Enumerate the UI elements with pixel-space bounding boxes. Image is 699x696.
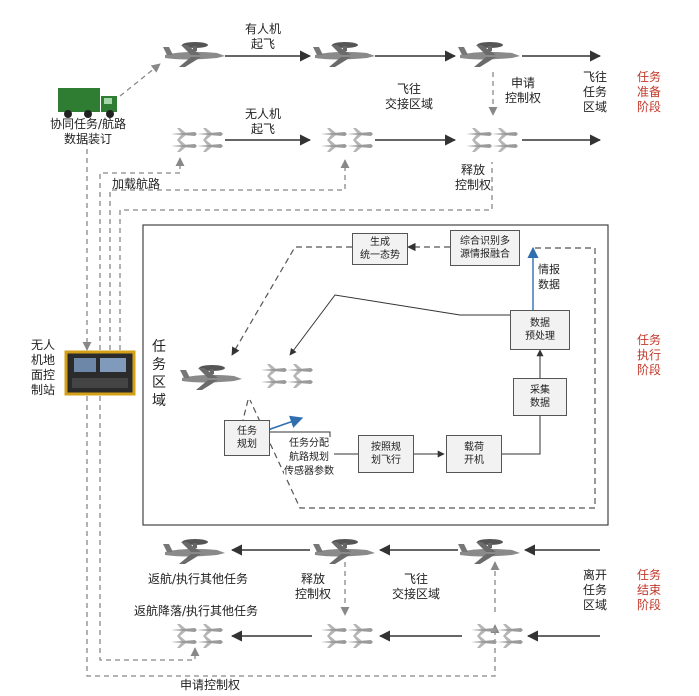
manned-row-top <box>163 42 602 67</box>
rtb-uav-label: 返航降落/执行其他任务 <box>134 604 259 618</box>
mission-area-label: 任务区域 <box>152 339 166 409</box>
to-handover-label-top: 飞往交接区域 <box>385 82 434 111</box>
to-handover-label-bottom: 飞往交接区域 <box>392 572 441 601</box>
ground-station-icon <box>64 350 136 396</box>
box-collect: 采集数据 <box>513 378 567 416</box>
intel-data-label: 情报数据 <box>538 263 560 291</box>
manned-takeoff-label: 有人机起飞 <box>245 22 282 51</box>
box-payload: 载荷开机 <box>446 435 502 473</box>
rtb-manned-label: 返航/执行其他任务 <box>148 572 249 586</box>
to-mission-area-label: 飞往任务区域 <box>583 70 608 114</box>
truck-icon <box>58 88 117 118</box>
box-preprocess: 数据预处理 <box>510 310 570 350</box>
plan-params-label: 任务分配航路规划传感器参数 <box>284 437 334 479</box>
ground-station-label: 无人 机地 面控 制站 <box>30 338 55 397</box>
phase-preparation: 任务准备阶段 <box>636 70 661 114</box>
mission-aircraft <box>180 364 313 390</box>
manned-row-bottom <box>163 539 600 564</box>
box-follow-plan: 按照规划飞行 <box>358 435 414 473</box>
box-fusion: 综合识别多源情报融合 <box>450 230 520 266</box>
leave-area-label: 离开任务区域 <box>583 568 608 612</box>
apply-control-label-bottom: 申请控制权 <box>180 678 241 692</box>
dashed-connectors <box>82 63 500 677</box>
load-route-label: 加载航路 <box>112 177 161 191</box>
box-situation: 生成统一态势 <box>352 233 408 265</box>
phase-end: 任务结束阶段 <box>636 568 661 612</box>
box-planning: 任务规划 <box>224 420 270 456</box>
uav-row-bottom <box>171 624 600 648</box>
mission-connectors <box>270 294 544 458</box>
mission-area-frame <box>142 224 609 526</box>
truck-label: 协同任务/航路 数据装订 <box>49 117 127 146</box>
uav-row-top <box>171 128 602 152</box>
uav-takeoff-label: 无人机起飞 <box>245 107 282 136</box>
phase-execution: 任务执行阶段 <box>636 333 661 377</box>
mission-dashed <box>231 242 596 509</box>
release-control-label-top: 释放控制权 <box>455 163 492 192</box>
release-control-label-bottom: 释放控制权 <box>295 572 332 601</box>
apply-control-label-top: 申请控制权 <box>505 76 542 105</box>
